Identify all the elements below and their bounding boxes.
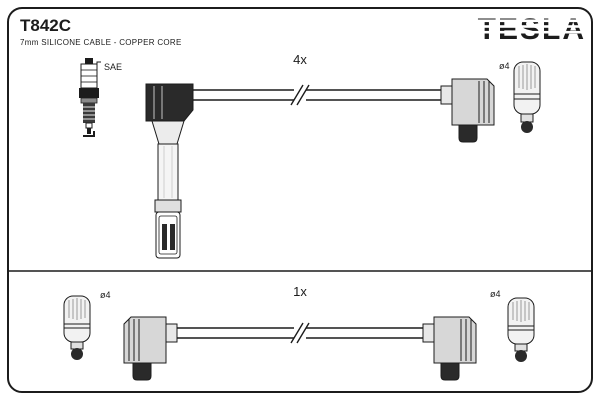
top-terminal-diameter-label: ø4: [499, 61, 510, 71]
terminal-sleeve-icon-bottom-right: [507, 297, 535, 362]
bottom-right-terminal-diameter-label: ø4: [490, 289, 501, 299]
terminal-sleeve-icon-top-right: [513, 61, 541, 133]
angle-plug-boot-icon-bottom-left: [123, 316, 178, 381]
terminal-sleeve-icon-bottom-left: [63, 295, 91, 360]
bottom-quantity-label: 1x: [293, 284, 307, 299]
spark-plug-icon: [79, 58, 99, 137]
angle-plug-boot-icon-top: [440, 78, 495, 143]
tesla-logo-text: TESLA: [478, 13, 586, 46]
cable-break-icon: [290, 322, 310, 344]
bottom-cable: [177, 322, 423, 344]
product-subtitle: 7mm SILICONE CABLE - COPPER CORE: [20, 38, 182, 47]
sae-bracket-icon: [96, 61, 101, 68]
cable-break-icon: [290, 84, 310, 106]
top-cable: [193, 84, 441, 106]
bottom-left-terminal-diameter-label: ø4: [100, 290, 111, 300]
top-quantity-label: 4x: [293, 52, 307, 67]
long-plug-boot-icon: [145, 83, 194, 259]
angle-plug-boot-icon-bottom-right: [422, 316, 477, 381]
sae-label: SAE: [104, 62, 122, 72]
part-number: T842C: [20, 16, 71, 35]
tesla-logo: TESLA: [466, 13, 590, 46]
